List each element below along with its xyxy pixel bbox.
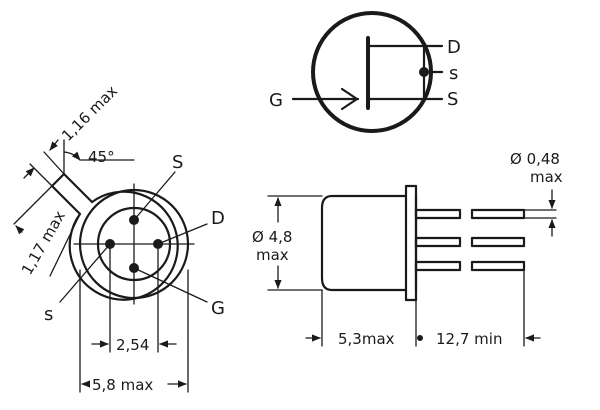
dim-tab-width: 1,16 max: [58, 82, 121, 145]
mosfet-symbol: D s S G: [269, 11, 461, 133]
leads: [414, 208, 526, 272]
lead-1-near: [414, 208, 462, 220]
substrate-dot: [419, 67, 429, 77]
dim-body-diameter: Ø 4,8: [252, 228, 292, 246]
leader-gate: [133, 267, 208, 303]
leader-source: [133, 171, 176, 221]
can-outline-with-tab: [50, 172, 179, 301]
gate-arrow-icon: [340, 87, 359, 111]
tab-width-ext-1: [43, 151, 65, 175]
leader-substrate: [59, 243, 111, 303]
bottom-label-source: S: [172, 152, 183, 173]
lead-2-far: [470, 236, 526, 248]
tab-width-arrow-1: [49, 139, 59, 151]
tab-length-ext-1: [13, 185, 53, 225]
dim-lead-length: 12,7 min: [436, 330, 502, 348]
dim-lead-diameter: Ø 0,48: [510, 150, 560, 168]
can-body: [320, 194, 408, 292]
tab-width-arrow-2: [23, 167, 35, 179]
lead-3-near: [414, 260, 462, 272]
bottom-label-substrate: s: [44, 304, 53, 325]
symbol-label-source: S: [447, 89, 458, 110]
leader-drain: [157, 223, 208, 245]
symbol-envelope-circle: [311, 11, 433, 133]
length-datum-dot: [417, 335, 423, 341]
symbol-label-substrate: s: [449, 63, 458, 84]
symbol-label-gate: G: [269, 90, 283, 111]
bottom-label-gate: G: [211, 298, 225, 319]
tab-length-ext-2: [49, 213, 81, 277]
dim-diameter: 5,8 max: [92, 376, 153, 394]
tab-width-ext-2: [29, 163, 53, 187]
dim-tab-length: 1,17 max: [18, 208, 69, 278]
dim-body-diameter-max: max: [256, 246, 289, 264]
lead-3-far: [470, 260, 526, 272]
lead-2-near: [414, 236, 462, 248]
bottom-view: S D G s 1,16 max 45° 1,17 max 2,54 5,8 m…: [13, 82, 225, 394]
dim-pin-spacing: 2,54: [116, 336, 149, 354]
bottom-label-drain: D: [211, 208, 225, 229]
lead-1-far: [470, 208, 526, 220]
dim-tab-angle: 45°: [88, 148, 115, 166]
dim-lead-diameter-max: max: [530, 168, 563, 186]
side-view: Ø 4,8 max Ø 0,48 max 5,3max 12,7 min: [252, 150, 563, 348]
dim-body-length: 5,3max: [338, 330, 395, 348]
can-flange: [404, 184, 418, 302]
symbol-label-drain: D: [447, 37, 461, 58]
tab-length-arrow: [15, 225, 25, 235]
angle-arc: [63, 151, 81, 161]
